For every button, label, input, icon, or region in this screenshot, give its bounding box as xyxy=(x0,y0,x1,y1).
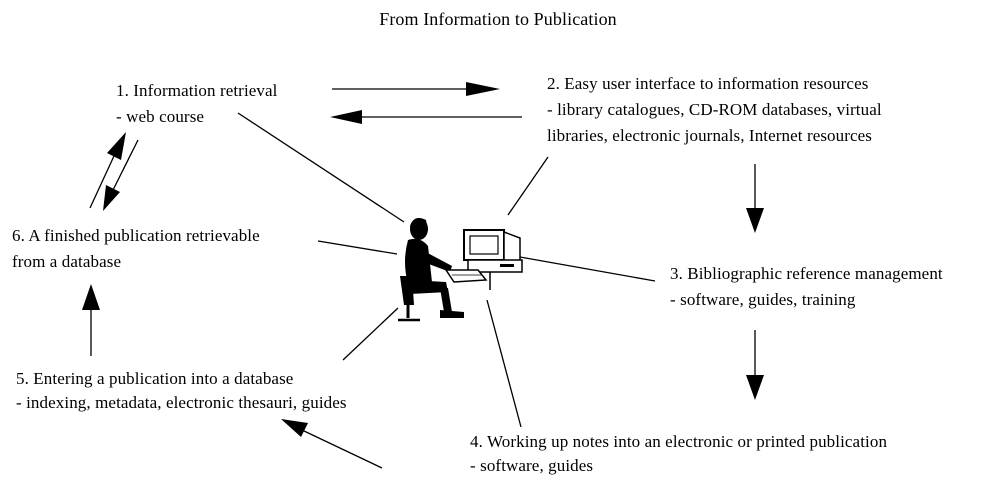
arrow-4-to-5 xyxy=(281,419,383,469)
step-6-heading: 6. A finished publication retrievable xyxy=(12,226,260,245)
spoke-step-3 xyxy=(519,256,656,282)
spoke-step-5 xyxy=(342,307,399,361)
step-5-detail: - indexing, metadata, electronic thesaur… xyxy=(16,393,347,412)
diagram-title: From Information to Publication xyxy=(379,9,617,29)
step-3-detail: - software, guides, training xyxy=(670,290,856,309)
step-6-detail: from a database xyxy=(12,252,122,271)
step-4-heading: 4. Working up notes into an electronic o… xyxy=(470,432,888,451)
arrow-6-to-1 xyxy=(89,132,126,209)
step-1-detail: - web course xyxy=(116,107,205,126)
step-2-heading: 2. Easy user interface to information re… xyxy=(547,74,869,93)
arrow-3-to-4 xyxy=(746,330,764,400)
arrow-2-to-3 xyxy=(746,164,764,233)
arrow-1-to-2 xyxy=(332,82,500,96)
spoke-step-2 xyxy=(507,156,549,216)
arrow-1-to-6 xyxy=(103,139,139,211)
person-at-computer-icon xyxy=(398,218,523,322)
arrow-2-to-1 xyxy=(330,110,522,124)
spoke-step-1 xyxy=(237,112,405,223)
spoke-step-6 xyxy=(317,240,398,255)
arrow-5-to-6 xyxy=(82,284,100,356)
spoke-step-4 xyxy=(486,299,522,428)
step-2-detail-1: - library catalogues, CD-ROM databases, … xyxy=(547,100,882,119)
step-2-detail-2: libraries, electronic journals, Internet… xyxy=(547,126,873,145)
step-5-heading: 5. Entering a publication into a databas… xyxy=(16,369,294,388)
step-1-heading: 1. Information retrieval xyxy=(116,81,278,100)
step-4-detail: - software, guides xyxy=(470,456,594,475)
step-3-heading: 3. Bibliographic reference management xyxy=(670,264,943,283)
